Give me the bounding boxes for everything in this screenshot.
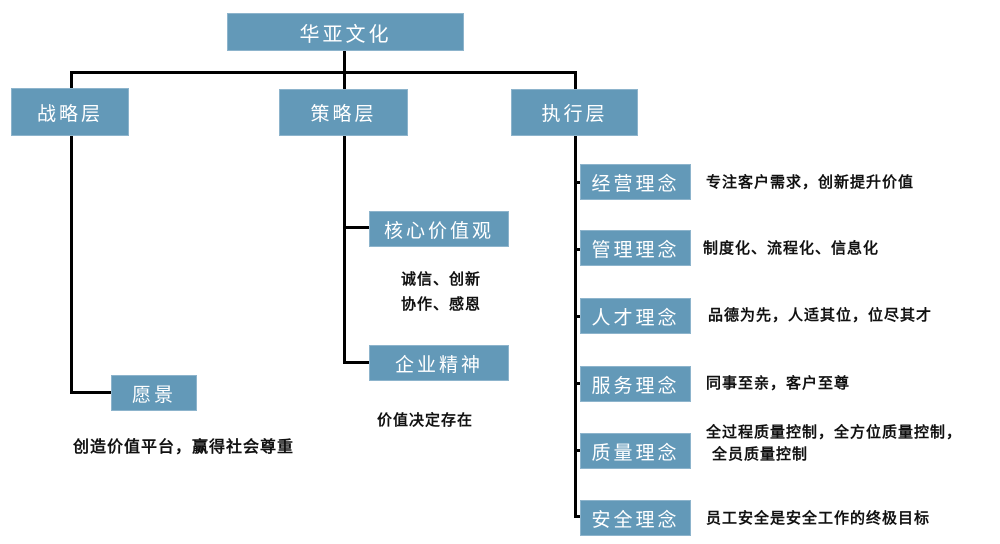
exec-node-service: 服务理念: [580, 366, 691, 402]
exec-label-talent: 人才理念: [591, 306, 680, 329]
connector-execution-up: [574, 71, 577, 89]
exec-label-management: 管理理念: [591, 238, 680, 261]
connector-root-down: [343, 51, 346, 73]
exec-label-business: 经营理念: [591, 172, 680, 195]
vision-text: 创造价值平台，赢得社会尊重: [73, 437, 295, 456]
vision-label: 愿景: [131, 383, 176, 406]
connector-exec-5: [574, 449, 582, 452]
exec-node-business: 经营理念: [580, 164, 691, 200]
root-node: 华亚文化: [227, 13, 464, 51]
connector-tactical-down: [343, 136, 346, 364]
exec-text-business: 专注客户需求，创新提升价值: [706, 173, 915, 191]
enterprise-spirit-text: 价值决定存在: [377, 411, 474, 429]
exec-label-safety: 安全理念: [591, 508, 680, 531]
connector-exec-4: [574, 382, 582, 385]
level-tactical-label: 策略层: [310, 103, 377, 125]
exec-text-management: 制度化、流程化、信息化: [703, 239, 880, 257]
exec-node-management: 管理理念: [580, 230, 691, 266]
level-tactical: 策略层: [279, 89, 408, 136]
connector-exec-1: [574, 181, 582, 184]
core-values-line2: 协作、感恩: [401, 295, 482, 313]
exec-text-service: 同事至亲，客户至尊: [706, 374, 851, 392]
level-execution: 执行层: [511, 89, 638, 136]
enterprise-spirit-node: 企业精神: [369, 345, 509, 381]
core-values-line1: 诚信、创新: [401, 270, 482, 288]
connector-core-values: [343, 226, 370, 229]
vision-node: 愿景: [111, 375, 197, 411]
connector-exec-2: [574, 248, 582, 251]
exec-label-quality: 质量理念: [591, 441, 680, 464]
exec-node-safety: 安全理念: [580, 500, 691, 536]
exec-label-service: 服务理念: [591, 374, 680, 397]
connector-execution-down: [574, 136, 577, 518]
exec-text-safety: 员工安全是安全工作的终极目标: [706, 509, 931, 527]
exec-node-quality: 质量理念: [580, 433, 691, 469]
connector-enterprise-spirit: [343, 361, 370, 364]
connector-strategic-up: [70, 71, 73, 89]
connector-strategic-down: [70, 136, 73, 393]
enterprise-spirit-label: 企业精神: [394, 353, 483, 376]
core-values-label: 核心价值观: [383, 219, 494, 242]
core-values-node: 核心价值观: [369, 211, 509, 247]
exec-text-quality-line2: 全员质量控制: [712, 445, 809, 463]
connector-exec-6: [574, 515, 582, 518]
exec-text-talent: 品德为先，人适其位，位尽其才: [708, 306, 933, 324]
connector-exec-3: [574, 315, 582, 318]
level-execution-label: 执行层: [541, 103, 608, 125]
connector-horizontal-bus: [70, 71, 576, 74]
level-strategic-label: 战略层: [36, 102, 103, 125]
connector-tactical-up: [343, 71, 346, 89]
exec-text-quality-line1: 全过程质量控制，全方位质量控制，: [706, 423, 963, 441]
level-strategic: 战略层: [11, 88, 129, 136]
exec-node-talent: 人才理念: [580, 298, 691, 334]
connector-vision: [70, 391, 112, 394]
root-label: 华亚文化: [299, 21, 392, 46]
